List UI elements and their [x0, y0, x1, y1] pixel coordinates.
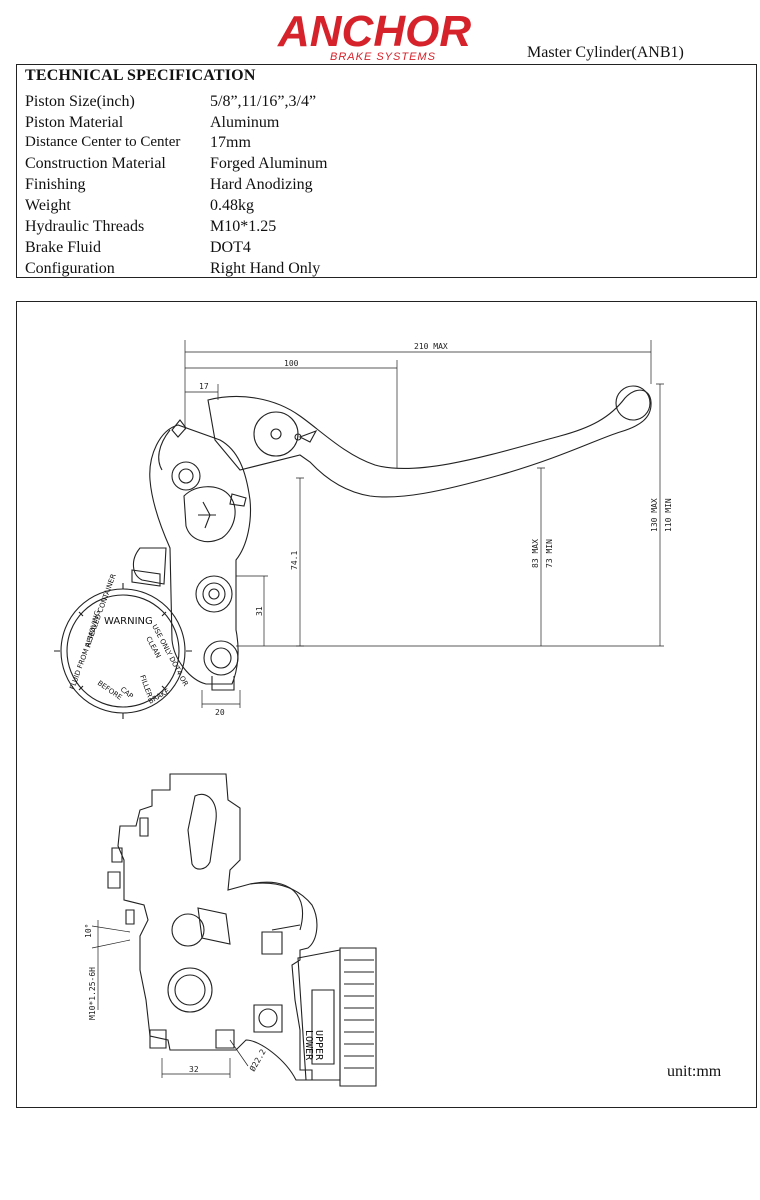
cap-warning: WARNING [104, 616, 153, 627]
dim-diameter: Ø22.2 [247, 1047, 268, 1073]
cap-text-line: FLUID FROM A SEALED CONTAINER [68, 573, 117, 691]
spec-row: Piston Material Aluminum [25, 112, 745, 133]
spec-value: 0.48kg [210, 197, 254, 214]
spec-label: Piston Material [25, 114, 124, 131]
dim-83-max: 83 MAX [531, 539, 540, 568]
spec-label: Distance Center to Center [25, 134, 181, 150]
spec-value: Forged Aluminum [210, 155, 328, 172]
spec-row: Weight 0.48kg [25, 195, 745, 216]
cap-text-line: FILLER [138, 674, 153, 699]
document-title: Master Cylinder(ANB1) [527, 44, 684, 61]
spec-value: 5/8”,11/16”,3/4” [210, 93, 317, 110]
label-lower: LOWER [303, 1030, 314, 1061]
anchor-logo: ANCHOR BRAKE SYSTEMS [277, 7, 471, 63]
master-cylinder-body [149, 424, 251, 685]
spec-row: Brake Fluid DOT4 [25, 237, 745, 258]
dim-17: 17 [199, 382, 209, 391]
spec-table: TECHNICAL SPECIFICATION Piston Size(inch… [16, 64, 757, 278]
brand-name: ANCHOR [277, 7, 471, 56]
spec-label: Hydraulic Threads [25, 218, 145, 235]
side-view-body [117, 773, 318, 1081]
brake-lever [207, 389, 652, 498]
spec-label: Finishing [25, 176, 86, 193]
spec-label: Configuration [25, 260, 115, 277]
spec-value: Right Hand Only [210, 260, 321, 277]
drawing-frame [16, 301, 757, 1108]
spec-label: Piston Size(inch) [25, 93, 135, 110]
spec-row: Finishing Hard Anodizing [25, 174, 745, 195]
spec-value: Aluminum [210, 114, 280, 131]
dim-20: 20 [215, 708, 225, 717]
spec-heading: TECHNICAL SPECIFICATION [25, 67, 256, 84]
spec-value: Hard Anodizing [210, 176, 313, 193]
unit-label: unit:mm [667, 1063, 722, 1080]
dim-74: 74.1 [290, 551, 299, 570]
spec-row: Piston Size(inch) 5/8”,11/16”,3/4” [25, 91, 745, 112]
spec-label: Construction Material [25, 155, 166, 172]
dim-32: 32 [189, 1065, 199, 1074]
spec-value: M10*1.25 [210, 218, 277, 235]
spec-label: Brake Fluid [25, 239, 101, 256]
dim-73-min: 73 MIN [545, 539, 554, 568]
spec-value: DOT4 [210, 239, 251, 256]
brand-tagline: BRAKE SYSTEMS [330, 51, 436, 63]
dim-angle: 10° [84, 924, 93, 938]
spec-row: Hydraulic Threads M10*1.25 [25, 216, 745, 237]
dim-210-max: 210 MAX [414, 342, 448, 351]
dim-100: 100 [284, 359, 299, 368]
dim-thread: M10*1.25-6H [88, 967, 97, 1020]
spec-row: Construction Material Forged Aluminum [25, 153, 745, 174]
spec-row: Distance Center to Center 17mm [25, 132, 745, 153]
dim-130-max: 130 MAX [650, 498, 659, 532]
spec-label: Weight [25, 197, 71, 214]
spec-value: 17mm [210, 134, 251, 151]
spec-row: Configuration Right Hand Only [25, 258, 745, 279]
label-upper: UPPER [313, 1030, 324, 1061]
dim-110-min: 110 MIN [664, 498, 673, 532]
dim-31: 31 [255, 606, 264, 616]
